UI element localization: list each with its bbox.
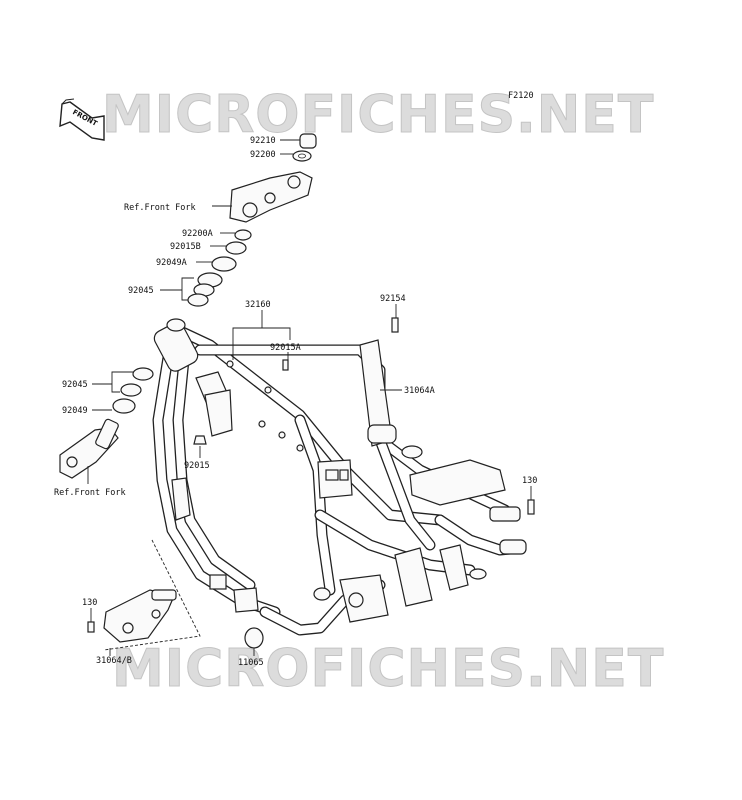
frame-assembly [152,318,527,636]
figure-code: F2120 [508,91,534,101]
label-92210: 92210 [250,136,276,146]
lower-steering-parts [59,367,154,479]
label-92015b: 92015B [170,242,201,252]
part-labels: 92210 92200 Ref.Front Fork 92200A 92015B… [54,136,537,668]
label-92045-top: 92045 [128,286,154,296]
label-11065: 11065 [238,658,264,668]
label-92049: 92049 [62,406,88,416]
label-130-right: 130 [522,476,537,486]
leader-lines [87,139,532,656]
label-32160: 32160 [245,300,271,310]
watermark-top: MICROFICHES.NET [102,85,654,145]
label-92045-left: 92045 [62,380,88,390]
front-arrow-icon: FRONT [59,98,105,141]
label-ref-front-fork-top: Ref.Front Fork [124,203,196,213]
label-31064b: 31064/B [96,656,132,666]
steering-stem-parts [187,133,317,307]
label-130-left: 130 [82,598,97,608]
label-92154: 92154 [380,294,406,304]
label-92200a: 92200A [182,229,213,239]
label-92015: 92015 [184,461,210,471]
fasteners [87,317,535,649]
label-31064a: 31064A [404,386,435,396]
label-92049a: 92049A [156,258,187,268]
label-92015a: 92015A [270,343,301,353]
label-ref-front-fork-bottom: Ref.Front Fork [54,488,126,498]
bracket-31064b [103,589,177,643]
label-92200: 92200 [250,150,276,160]
watermark-bottom: MICROFICHES.NET [112,639,664,699]
